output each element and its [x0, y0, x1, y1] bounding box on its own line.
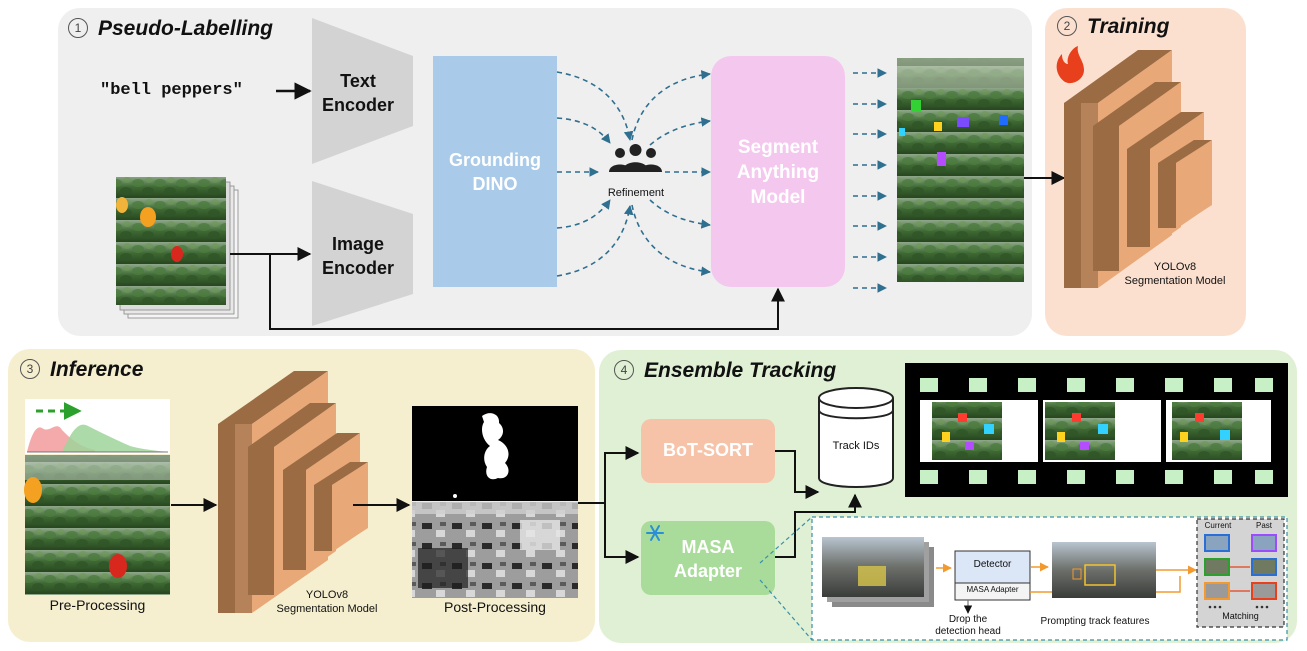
- yolo-model-inference: [218, 371, 368, 613]
- sam-line-1: Segment: [737, 137, 819, 158]
- dino-to-refinement-arrows: [556, 71, 634, 277]
- step-number-4: 4: [614, 360, 634, 380]
- database-icon: [818, 387, 894, 488]
- to-botsort-arrow: [604, 446, 640, 503]
- sam-box: [711, 56, 845, 287]
- pseudo-labelling-title: 1 Pseudo-Labelling: [68, 17, 273, 41]
- detector-label: Detector: [973, 559, 1012, 570]
- pre-processing-label: Pre-Processing: [49, 597, 146, 613]
- yolo-model-training: [1064, 50, 1212, 288]
- botsort-to-trackids-arrow: [775, 450, 820, 499]
- street-image-stack: [822, 537, 934, 607]
- masa-line-1: MASA: [681, 537, 735, 557]
- post-processing-label: Post-Processing: [444, 599, 546, 615]
- botsort-label: BoT-SORT: [663, 440, 753, 460]
- people-icon: [609, 144, 662, 172]
- training-model-label: YOLOv8 Segmentation Model: [1110, 260, 1240, 288]
- ensemble-tracking-title: 4 Ensemble Tracking: [614, 359, 836, 383]
- grounding-dino-line-1: Grounding: [449, 150, 541, 170]
- depth-image: [412, 502, 578, 598]
- drop-head-line-2: detection head: [935, 626, 1001, 637]
- prompting-label: Prompting track features: [1040, 616, 1150, 627]
- film-strip: [905, 363, 1288, 497]
- image-to-sam-arrow: [269, 254, 785, 330]
- matching-panel: [1196, 518, 1285, 628]
- input-image-stack: [116, 177, 239, 319]
- current-label: Current: [1204, 521, 1232, 530]
- step-number-2: 2: [1057, 16, 1077, 36]
- track-ids-label: Track IDs: [832, 440, 880, 452]
- masa-callout-line: [759, 516, 813, 564]
- text-encoder-label: Text Encoder: [318, 69, 398, 117]
- text-encoder-shape: [312, 18, 413, 164]
- to-masa-arrow: [604, 503, 640, 564]
- training-title-text: Training: [1087, 15, 1170, 38]
- refinement-label: Refinement: [607, 187, 665, 199]
- ensemble-tracking-title-text: Ensemble Tracking: [644, 359, 837, 382]
- prompt-text: "bell peppers": [100, 81, 243, 100]
- training-model-line-1: YOLOv8: [1153, 261, 1197, 273]
- image-encoder-line-2: Encoder: [321, 258, 395, 278]
- mask-image: [412, 406, 578, 501]
- image-encoder-shape: [312, 181, 413, 326]
- step-number-1: 1: [68, 18, 88, 38]
- sam-line-3: Model: [750, 187, 806, 208]
- snowflake-icon: [646, 525, 664, 541]
- past-label: Past: [1255, 521, 1272, 530]
- masa-adapter-box: [641, 521, 775, 595]
- drop-head-line-1: Drop the: [948, 614, 988, 625]
- detector-box: [954, 550, 1031, 584]
- training-title: 2 Training: [1057, 15, 1169, 39]
- histogram-chart: [25, 399, 170, 454]
- street-detection-image: [1052, 542, 1156, 598]
- masa-adapter-label: MASA Adapter: [641, 535, 775, 583]
- sam-label: Segment Anything Model: [711, 135, 845, 210]
- image-encoder-label: Image Encoder: [318, 232, 398, 280]
- image-encoder-line-1: Image: [331, 234, 385, 254]
- sam-to-output-arrows: [853, 68, 887, 293]
- training-model-line-2: Segmentation Model: [1124, 275, 1226, 287]
- sam-line-2: Anything: [736, 162, 820, 183]
- matching-label: Matching: [1222, 611, 1259, 621]
- inference-model-line-2: Segmentation Model: [276, 603, 378, 615]
- masa-to-trackids-arrow: [775, 493, 862, 558]
- pseudo-labelling-title-text: Pseudo-Labelling: [98, 17, 274, 40]
- text-encoder-line-2: Encoder: [321, 95, 395, 115]
- inference-title: 3 Inference: [20, 358, 143, 382]
- inference-model-label: YOLOv8 Segmentation Model: [262, 588, 392, 616]
- step-number-3: 3: [20, 359, 40, 379]
- flame-icon: [1056, 46, 1084, 84]
- refinement-to-sam-arrows: [631, 70, 711, 276]
- masa-line-2: Adapter: [673, 561, 742, 581]
- drop-head-label: Drop the detection head: [918, 614, 1018, 638]
- grounding-dino-label: Grounding DINO: [433, 148, 557, 196]
- masa-adapter-small-label: MASA Adapter: [966, 585, 1019, 594]
- masa-callout-line: [759, 579, 813, 641]
- labelled-output-image: [897, 58, 1024, 282]
- botsort-box: [641, 419, 775, 483]
- inference-input-image: [24, 455, 170, 595]
- grounding-dino-box: [433, 56, 557, 287]
- inference-title-text: Inference: [50, 358, 144, 381]
- grounding-dino-line-2: DINO: [472, 174, 518, 194]
- inference-model-line-1: YOLOv8: [305, 589, 349, 601]
- text-encoder-line-1: Text: [340, 71, 376, 91]
